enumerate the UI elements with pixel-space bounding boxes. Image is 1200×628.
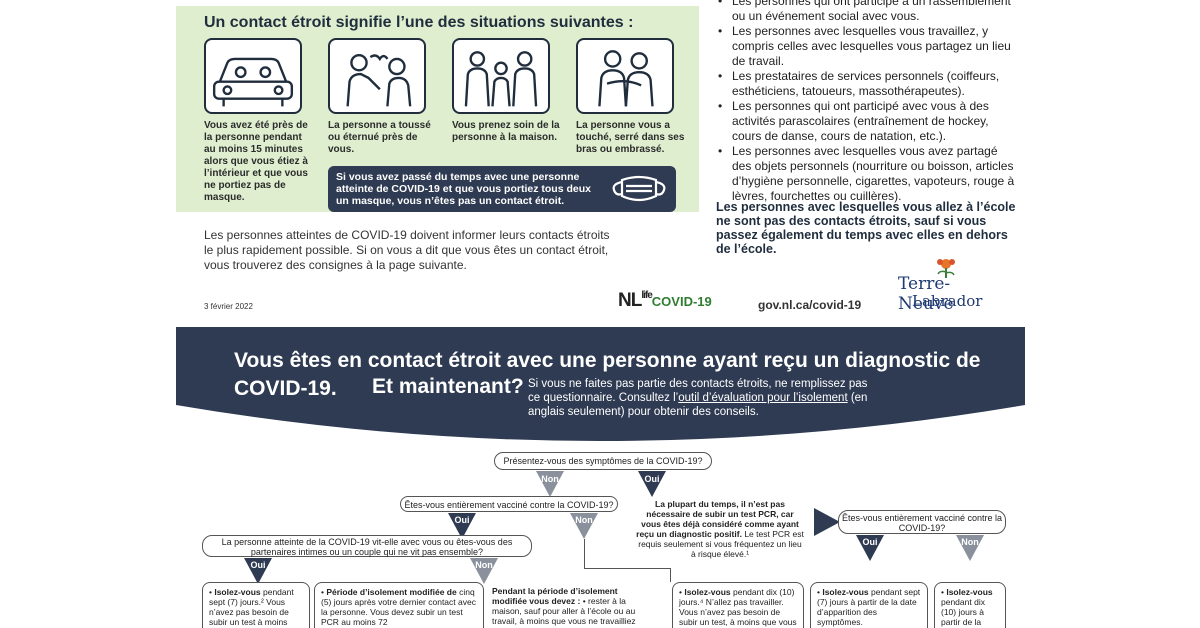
nl-logo-covid: COVID-19	[651, 294, 712, 309]
outcome-symptomatic-vaccinated: • Isolez-vous pendant sept (7) jours à p…	[810, 582, 928, 628]
province-name-2: Labrador	[912, 292, 983, 310]
banner-sub-text-2: (en anglais seulement) pour obtenir des …	[528, 392, 868, 418]
yes-arrow-vaccinated-right	[856, 535, 884, 561]
connector-line	[584, 539, 585, 569]
pcr-info-text: Le test PCR est requis seulement si vous…	[638, 529, 804, 559]
no-label: Non	[541, 474, 559, 484]
outcome-text: cinq (5) jours après votre dernier conta…	[321, 587, 476, 627]
outcome-isolate-7-days: • Isolez-vous pendant sept (7) jours.² V…	[202, 582, 310, 628]
outcome-text: pendant dix (10) jours à partir de la da…	[941, 597, 985, 628]
yes-label: Oui	[862, 537, 878, 547]
situations-title: Un contact étroit signifie l’une des sit…	[204, 14, 634, 31]
right-arrow-icon	[814, 508, 840, 536]
banner-title: Vous êtes en contact étroit avec une per…	[234, 349, 981, 400]
mask-note-text: Si vous avez passé du temps avec une per…	[336, 171, 591, 207]
banner-subtitle: Et maintenant?	[372, 375, 524, 398]
province-name-1: Terre-Neuve	[898, 274, 954, 314]
nl-life-covid-logo: NLlifeCOVID-19	[618, 290, 712, 312]
question-vaccinated-right: Êtes-vous entièrement vacciné contre la …	[838, 510, 1006, 534]
pitcher-plant-icon	[937, 259, 955, 278]
connector-line	[584, 568, 670, 569]
no-label: Non	[475, 560, 493, 570]
list-item: Les prestataires de services personnels …	[716, 69, 1016, 99]
no-arrow-partner	[470, 558, 498, 584]
outcome-symptomatic-unvaccinated: • Isolez-vous pendant dix (10) jours à p…	[934, 582, 1006, 628]
yes-arrow-partner	[244, 558, 272, 584]
outcome-modified-isolation: • Période d’isolement modifiée de cinq (…	[314, 582, 484, 628]
outcome-bold: Isolez-vous	[214, 587, 261, 597]
yes-arrow-vaccinated-left	[448, 513, 476, 539]
nl-logo-nl: NL	[618, 290, 642, 311]
question-symptoms: Présentez-vous des symptômes de la COVID…	[494, 452, 712, 470]
no-label: Non	[961, 537, 979, 547]
gov-url-link[interactable]: gov.nl.ca/covid-19	[758, 298, 862, 312]
yes-label: Oui	[250, 560, 266, 570]
yes-arrow-symptoms	[638, 471, 666, 497]
close-contact-examples-list: Les personnes qui ont participé à un ras…	[716, 0, 1016, 204]
what-now-banner: Vous êtes en contact étroit avec une per…	[176, 327, 1025, 445]
cough-icon	[328, 38, 426, 114]
yes-label: Oui	[454, 515, 470, 525]
outcome-bold: Pendant la période d’isolement modifiée …	[492, 586, 618, 606]
list-item: Les personnes qui ont participé avec vou…	[716, 99, 1016, 144]
school-note: Les personnes avec lesquelles vous allez…	[716, 200, 1016, 256]
pcr-info-bold: La plupart du temps, il n’est pas nécess…	[636, 499, 799, 539]
outcome-bold: Isolez-vous	[684, 587, 731, 597]
close-contact-situations-panel: Un contact étroit signifie l’une des sit…	[176, 6, 699, 212]
situation-text-car: Vous avez été près de la personne pendan…	[204, 120, 308, 203]
outcome-text: rester à la maison, sauf pour aller à l’…	[492, 596, 636, 626]
pcr-test-info: La plupart du temps, il n’est pas nécess…	[636, 499, 804, 559]
question-partner: La personne atteinte de la COVID-19 vit-…	[202, 535, 532, 557]
banner-background	[176, 327, 1025, 441]
situation-text-hug: La personne vous a touché, serré dans se…	[576, 120, 685, 155]
no-arrow-vaccinated-left	[570, 513, 598, 539]
situation-text-care: Vous prenez soin de la personne à la mai…	[452, 120, 560, 143]
list-item: Les personnes avec lesquelles vous avez …	[716, 144, 1016, 204]
yes-label: Oui	[644, 474, 660, 484]
no-arrow-vaccinated-right	[956, 535, 984, 561]
no-label: Non	[575, 515, 593, 525]
isolation-tool-link[interactable]: outil d’évaluation pour l’isolement	[678, 392, 848, 404]
outcome-bold: Période d’isolement modifiée de	[326, 587, 457, 597]
car-icon	[204, 38, 302, 114]
nl-logo-life: life	[641, 290, 652, 301]
publication-date: 3 février 2022	[204, 302, 253, 311]
caregiver-icon	[452, 38, 550, 114]
outcome-bold: Isolez-vous	[822, 587, 869, 597]
connector-line	[670, 568, 671, 582]
hug-icon	[576, 38, 674, 114]
situation-text-cough: La personne a toussé ou éternué près de …	[328, 120, 431, 155]
face-mask-icon	[612, 175, 666, 202]
outcome-during-modified-isolation: Pendant la période d’isolement modifiée …	[486, 582, 660, 628]
banner-instructions: Si vous ne faites pas partie des contact…	[528, 377, 868, 419]
mask-note-box: Si vous avez passé du temps avec une per…	[328, 166, 676, 212]
province-logo: Terre-Neuve Labrador	[898, 256, 998, 314]
outcome-isolate-10-days: • Isolez-vous pendant dix (10) jours.⁴ N…	[672, 582, 804, 628]
outcome-text: pendant sept (7) jours à partir de la da…	[817, 587, 921, 627]
question-vaccinated-left: Êtes-vous entièrement vacciné contre la …	[400, 496, 618, 512]
list-item: Les personnes qui ont participé à un ras…	[716, 0, 1016, 24]
close-contact-paragraph: Les personnes atteintes de COVID-19 doiv…	[204, 228, 610, 272]
banner-sub-text-1: Si vous ne faites pas partie des contact…	[528, 378, 868, 404]
no-arrow-symptoms	[536, 471, 564, 497]
list-item: Les personnes avec lesquelles vous trava…	[716, 24, 1016, 69]
outcome-bold: Isolez-vous	[946, 587, 993, 597]
